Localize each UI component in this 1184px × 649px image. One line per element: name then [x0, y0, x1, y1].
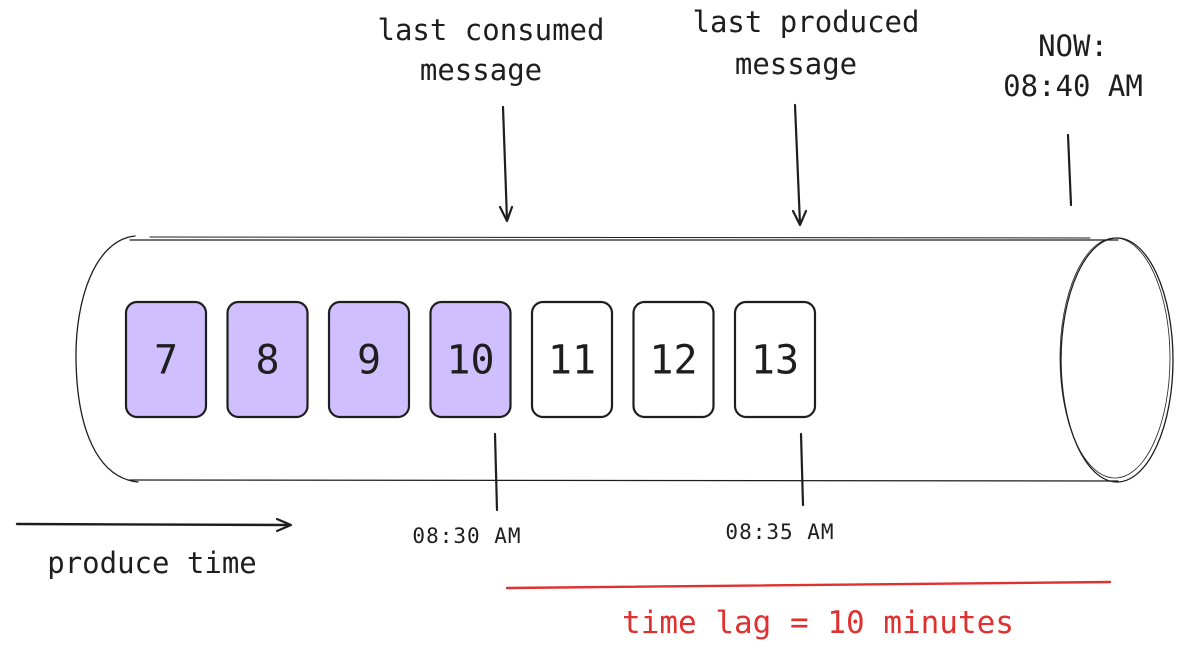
last-consumed-label-line2: message: [420, 53, 542, 87]
cylinder-right-cap: [1060, 237, 1174, 483]
produce-time-axis: produce time: [15, 517, 293, 580]
produce-time-label: produce time: [47, 546, 257, 580]
consumed-time-label: 08:30 AM: [412, 524, 521, 548]
last-consumed-arrowhead: [498, 205, 514, 223]
now-time-label: 08:40 AM: [1003, 69, 1143, 103]
message-box-rect: [226, 300, 309, 419]
consumed-time-tick: [493, 432, 499, 512]
cylinder-bottom-edge: [129, 479, 1119, 482]
produced-time-tick: [799, 432, 805, 507]
message-box-rect: [124, 300, 208, 419]
message-number: 13: [751, 338, 799, 384]
message-box: 12: [632, 300, 715, 419]
message-box: 10: [429, 300, 512, 419]
topic-cylinder: [75, 235, 1174, 483]
message-number: 12: [649, 338, 697, 384]
last-consumed-label-line1: last consumed: [378, 13, 605, 47]
message-box: 8: [226, 300, 309, 419]
last-produced-label-line1: last produced: [693, 5, 920, 39]
last-produced-label-line2: message: [735, 47, 857, 81]
message-box-rect: [632, 300, 715, 419]
time-lag-label: time lag = 10 minutes: [622, 605, 1014, 641]
message-box: 11: [530, 300, 614, 419]
last-produced-annotation: last produced message: [693, 5, 920, 227]
message-box: 9: [327, 300, 411, 419]
message-box-rect: [733, 300, 817, 419]
now-annotation: NOW: 08:40 AM: [1003, 29, 1143, 207]
produced-time-marker: 08:35 AM: [725, 432, 834, 544]
message-number: 8: [255, 338, 279, 384]
time-lag-line: [505, 580, 1112, 590]
produce-time-arrowhead: [275, 517, 293, 533]
now-tick-line: [1066, 133, 1073, 207]
message-number: 11: [548, 338, 596, 384]
message-number: 10: [446, 338, 494, 384]
time-lag-annotation: time lag = 10 minutes: [505, 580, 1112, 641]
cylinder-left-cap: [75, 235, 139, 483]
message-box-rect: [530, 300, 614, 419]
message-number: 9: [357, 338, 381, 384]
last-consumed-annotation: last consumed message: [378, 13, 605, 223]
last-produced-arrowhead: [791, 209, 808, 227]
produce-time-arrow-shaft: [15, 522, 292, 527]
cylinder-top-edge-sketch: [149, 236, 1091, 239]
last-produced-arrow-shaft: [793, 103, 802, 226]
messages-queue: 7 8 9 10 11 12 13: [124, 300, 817, 419]
message-box: 7: [124, 300, 208, 419]
message-box-rect: [327, 300, 411, 419]
last-consumed-arrow-shaft: [501, 105, 509, 222]
cylinder-right-cap-sketch: [1059, 237, 1171, 479]
message-box: 13: [733, 300, 817, 419]
message-box-rect: [429, 300, 512, 419]
produced-time-label: 08:35 AM: [725, 520, 834, 544]
consumed-time-marker: 08:30 AM: [412, 432, 521, 548]
message-number: 7: [154, 338, 178, 384]
now-label: NOW:: [1038, 29, 1108, 63]
